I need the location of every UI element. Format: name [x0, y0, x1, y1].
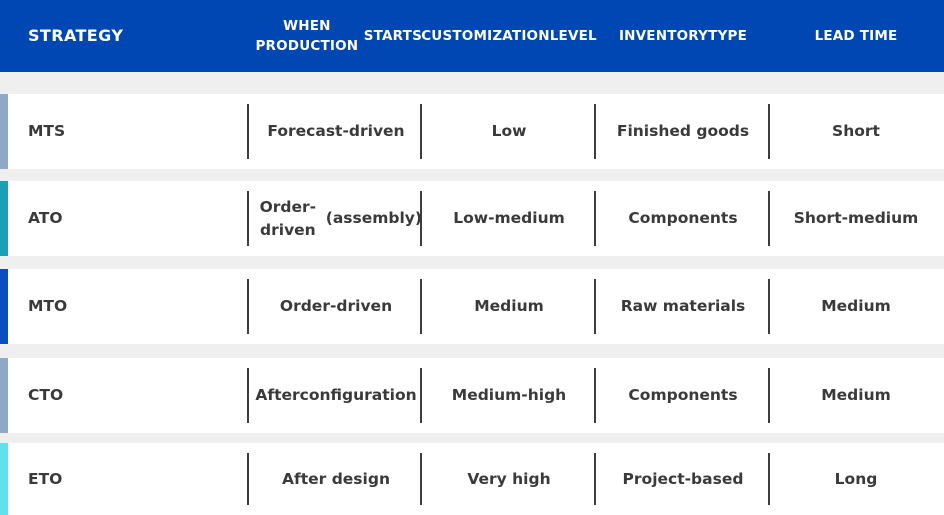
text-line: Components [628, 209, 738, 227]
column-divider [420, 191, 422, 246]
table-cell: Project-based [597, 443, 769, 515]
text-line: Low [491, 122, 527, 140]
column-divider [420, 104, 422, 159]
table-cell: Finished goods [597, 94, 769, 169]
column-divider [594, 368, 596, 423]
column-divider [768, 453, 770, 505]
column-divider [768, 104, 770, 159]
text-line: CTO [28, 386, 64, 404]
strategy-name-cell: MTS [28, 94, 228, 169]
column-divider [247, 368, 249, 423]
row-accent-bar [0, 181, 8, 256]
text-line: LEAD TIME [814, 28, 898, 44]
strategy-name-cell: ETO [28, 443, 228, 515]
column-divider [768, 191, 770, 246]
text-line: Raw materials [620, 297, 746, 315]
table-cell: Medium-high [423, 358, 595, 433]
column-divider [247, 279, 249, 334]
column-divider [594, 279, 596, 334]
text-line: Long [834, 469, 878, 488]
table-cell: Long [772, 443, 940, 515]
column-divider [420, 453, 422, 505]
column-divider [594, 191, 596, 246]
text-line: STRATEGY [28, 26, 124, 45]
strategy-name-cell: ATO [28, 181, 228, 256]
strategy-name-cell: CTO [28, 358, 228, 433]
column-divider [420, 279, 422, 334]
text-line: MTO [28, 297, 68, 315]
table-cell: Components [597, 181, 769, 256]
text-line: Forecast-driven [267, 122, 405, 140]
text-line: ATO [28, 209, 63, 227]
text-line: MTS [28, 122, 66, 140]
text-line: configuration [299, 386, 417, 404]
text-line: CUSTOMIZATION [421, 28, 550, 44]
table-cell: Medium [772, 269, 940, 344]
text-line: Medium [474, 297, 544, 315]
row-accent-bar [0, 443, 8, 515]
text-line: Medium [821, 386, 891, 404]
table-cell: Very high [423, 443, 595, 515]
table-cell: Order-driven (assembly) [250, 181, 422, 256]
row-accent-bar [0, 94, 8, 169]
table-cell: Short-medium [772, 181, 940, 256]
column-divider [247, 104, 249, 159]
strategy-name-cell: MTO [28, 269, 228, 344]
table-cell: After design [250, 443, 422, 515]
column-divider [594, 453, 596, 505]
text-line: Order-driven [279, 297, 393, 315]
text-line: Short-medium [793, 209, 919, 227]
text-line: Order-driven [259, 197, 317, 239]
text-line: Project-based [622, 469, 744, 488]
text-line: Medium [821, 297, 891, 315]
column-divider [768, 368, 770, 423]
text-line: (assembly) [325, 209, 422, 227]
table-cell: Short [772, 94, 940, 169]
column-divider [768, 279, 770, 334]
text-line: LEVEL [549, 28, 597, 44]
text-line: WHEN PRODUCTION [255, 18, 359, 54]
text-line: STARTS [363, 28, 422, 44]
text-line: After [255, 386, 300, 404]
text-line: ETO [28, 469, 63, 488]
table-cell: Forecast-driven [250, 94, 422, 169]
text-line: TYPE [708, 28, 748, 44]
table-row: MTO Order-driven Medium Raw materials Medium [0, 269, 944, 344]
row-accent-bar [0, 358, 8, 433]
column-divider [420, 368, 422, 423]
table-row: MTS Forecast-driven Low Finished goods Short [0, 94, 944, 169]
text-line: Finished goods [616, 122, 750, 140]
table-cell: Order-driven [250, 269, 422, 344]
column-divider [247, 191, 249, 246]
row-accent-bar [0, 269, 8, 344]
text-line: Short [832, 122, 880, 140]
text-line: After design [282, 469, 390, 488]
table-cell: Low-medium [423, 181, 595, 256]
text-line: Components [628, 386, 738, 404]
column-header: LEAD TIME [772, 0, 940, 72]
table-cell: Components [597, 358, 769, 433]
text-line: Very high [467, 469, 551, 488]
table-cell: Medium [772, 358, 940, 433]
text-line: INVENTORY [618, 28, 709, 44]
table-cell: Raw materials [597, 269, 769, 344]
text-line: Low-medium [453, 209, 565, 227]
column-divider [594, 104, 596, 159]
table-row: ETO After design Very high Project-based Lon… [0, 443, 944, 515]
column-header: STRATEGY [28, 0, 228, 72]
table-cell: Medium [423, 269, 595, 344]
table-row: ATO Order-driven (assembly) Low-medium Compo… [0, 181, 944, 256]
text-line: Medium-high [451, 386, 567, 404]
table-cell: Low [423, 94, 595, 169]
column-divider [247, 453, 249, 505]
